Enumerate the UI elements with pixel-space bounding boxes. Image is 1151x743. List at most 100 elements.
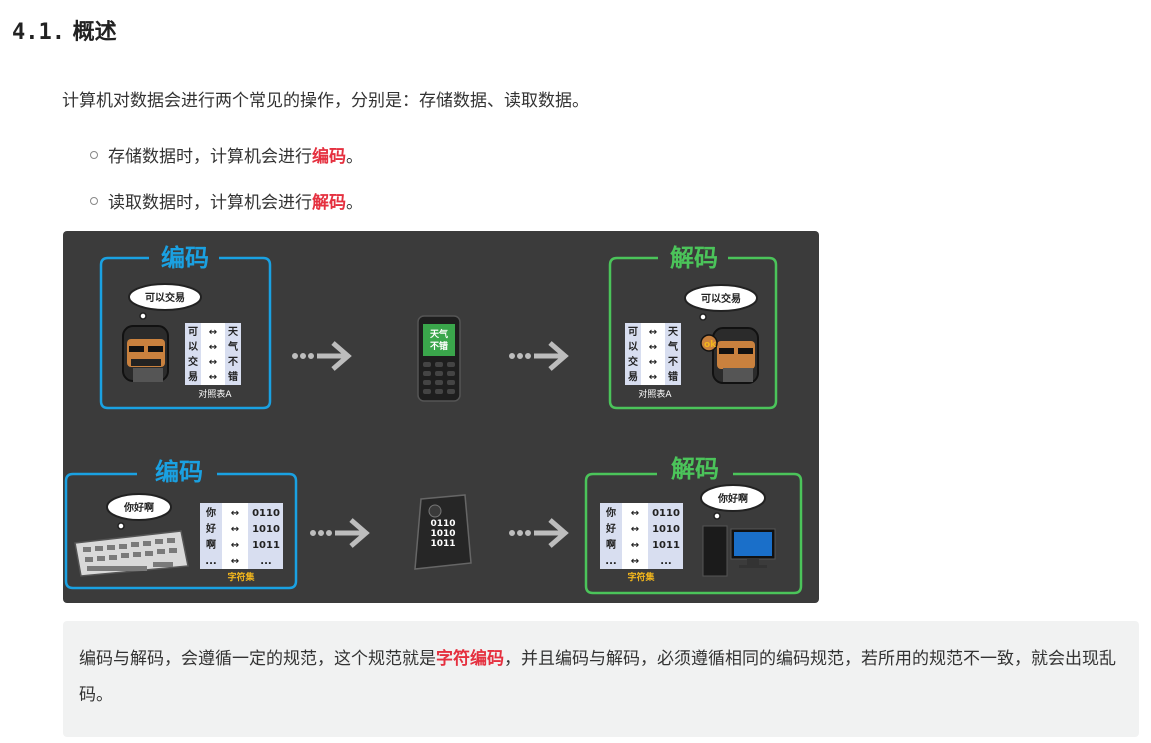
disk-text: 1011 <box>430 539 455 549</box>
table-cell: 可 <box>188 326 198 338</box>
table-cell: 易 <box>188 371 198 383</box>
table-cell: 以 <box>628 341 638 353</box>
bullet-highlight: 编码 <box>312 147 346 167</box>
tip-part1: 编码与解码，会遵循一定的规范，这个规范就是 <box>79 649 436 669</box>
table-cell: 你 <box>205 506 216 519</box>
table-cell: 不 <box>668 356 678 368</box>
top-left-table: 可 ↔ 天 以 ↔ 气 交 ↔ 不 易 ↔ 错 对照表A <box>185 323 241 400</box>
diagram-svg: 编码 可以交易 可 ↔ 天 以 ↔ 气 交 ↔ 不 易 ↔ 错 <box>64 243 803 595</box>
table-cell: 0110 <box>252 508 280 519</box>
table-cell: ... <box>605 556 616 567</box>
arrow-icon <box>509 518 569 548</box>
table-cell: 交 <box>628 355 638 368</box>
table-cell: 你 <box>605 506 616 519</box>
bullet-dot-icon <box>90 151 98 159</box>
table-cell: 交 <box>188 355 198 368</box>
table-cell: ↔ <box>231 508 239 519</box>
bottom-decode-label: 解码 <box>671 455 719 483</box>
table-cell: 啊 <box>606 539 616 551</box>
table-cell: ↔ <box>209 327 217 338</box>
top-decode-label: 解码 <box>670 244 718 272</box>
section-title: 概述 <box>72 20 117 45</box>
bullet-text: 存储数据时，计算机会进行 <box>108 147 312 167</box>
bullet-suffix: 。 <box>346 193 363 213</box>
keyboard-icon <box>74 530 189 577</box>
table-cell: ↔ <box>631 508 639 519</box>
table-cell: 气 <box>667 340 678 353</box>
top-bubble-text: 可以交易 <box>145 291 185 304</box>
hard-disk-icon: 0110 1010 1011 <box>414 494 472 570</box>
table-cell: ↔ <box>649 342 657 353</box>
bottom-encode-box: 编码 <box>64 457 298 590</box>
table-caption: 字符集 <box>627 571 655 583</box>
table-cell: ... <box>205 556 216 567</box>
section-number: 4.1. <box>12 20 65 45</box>
arrow-icon <box>509 341 569 371</box>
table-cell: ↔ <box>209 372 217 383</box>
bullet-decode: 读取数据时，计算机会进行解码。 <box>90 188 363 213</box>
bottom-decode-box: 解码 <box>584 455 803 595</box>
table-cell: 以 <box>188 341 198 353</box>
bottom-right-table: 你 ↔ 0110 好 ↔ 1010 啊 ↔ 1011 ... ↔ ... 字符集 <box>600 503 683 583</box>
bottom-encode-label: 编码 <box>155 458 203 486</box>
bullet-highlight: 解码 <box>312 193 346 213</box>
desktop-computer-icon <box>702 525 776 577</box>
table-caption: 对照表A <box>198 388 232 400</box>
phone-text: 不错 <box>430 340 448 352</box>
table-cell: 天 <box>668 326 679 338</box>
table-cell: 1011 <box>252 540 280 551</box>
phone-icon: 天气 不错 <box>417 315 461 402</box>
tip-text: 编码与解码，会遵循一定的规范，这个规范就是字符编码，并且编码与解码，必须遵循相同… <box>79 641 1129 713</box>
table-cell: ↔ <box>649 327 657 338</box>
intro-paragraph: 计算机对数据会进行两个常见的操作，分别是：存储数据、读取数据。 <box>62 91 589 111</box>
table-cell: ↔ <box>231 524 239 535</box>
table-cell: ↔ <box>631 540 639 551</box>
encoding-diagram: 编码 可以交易 可 ↔ 天 以 ↔ 气 交 ↔ 不 易 ↔ 错 <box>63 231 819 603</box>
table-cell: 1010 <box>652 524 680 535</box>
arrow-icon <box>310 518 370 548</box>
table-cell: 可 <box>628 326 638 338</box>
bullet-text: 读取数据时，计算机会进行 <box>108 193 312 213</box>
table-cell: ↔ <box>209 342 217 353</box>
table-cell: 0110 <box>652 508 680 519</box>
table-cell: ↔ <box>631 524 639 535</box>
table-caption: 对照表A <box>638 388 672 400</box>
character-icon <box>122 325 169 382</box>
table-cell: 易 <box>628 371 638 383</box>
arrow-icon <box>292 341 352 371</box>
bullet-encode: 存储数据时，计算机会进行编码。 <box>90 142 363 167</box>
table-cell: 1010 <box>252 524 280 535</box>
table-cell: ↔ <box>631 556 639 567</box>
table-cell: ↔ <box>649 372 657 383</box>
disk-text: 1010 <box>430 529 455 539</box>
table-cell: 好 <box>205 522 216 535</box>
table-cell: 气 <box>227 340 238 353</box>
table-cell: ↔ <box>231 540 239 551</box>
svg-text:ok: ok <box>704 340 717 350</box>
disk-text: 0110 <box>430 519 455 529</box>
table-cell: ... <box>660 556 671 567</box>
bottom-bubble-text: 你好啊 <box>123 501 154 514</box>
table-cell: ... <box>260 556 271 567</box>
tip-box: 编码与解码，会遵循一定的规范，这个规范就是字符编码，并且编码与解码，必须遵循相同… <box>63 621 1139 737</box>
table-cell: 错 <box>668 370 678 383</box>
top-right-bubble-text: 可以交易 <box>701 292 741 305</box>
table-cell: 天 <box>228 326 239 338</box>
top-right-table: 可 ↔ 天 以 ↔ 气 交 ↔ 不 易 ↔ 错 对照表A <box>625 323 681 400</box>
table-cell: 错 <box>228 370 238 383</box>
table-cell: 好 <box>605 522 616 535</box>
top-right-thought-bubble: 可以交易 <box>684 284 758 321</box>
phone-text: 天气 <box>430 328 448 340</box>
bottom-left-table: 你 ↔ 0110 好 ↔ 1010 啊 ↔ 1011 ... ↔ ... 字符集 <box>200 503 283 583</box>
bullet-suffix: 。 <box>346 147 363 167</box>
table-caption: 字符集 <box>227 571 255 583</box>
bottom-right-bubble-text: 你好啊 <box>717 492 748 505</box>
table-cell: ↔ <box>231 556 239 567</box>
top-decode-box: 解码 <box>608 243 778 410</box>
table-cell: 1011 <box>652 540 680 551</box>
top-encode-label: 编码 <box>161 244 209 272</box>
bullet-dot-icon <box>90 197 98 205</box>
top-encode-box: 编码 <box>99 243 272 410</box>
table-cell: 不 <box>228 356 238 368</box>
table-cell: 啊 <box>206 539 216 551</box>
